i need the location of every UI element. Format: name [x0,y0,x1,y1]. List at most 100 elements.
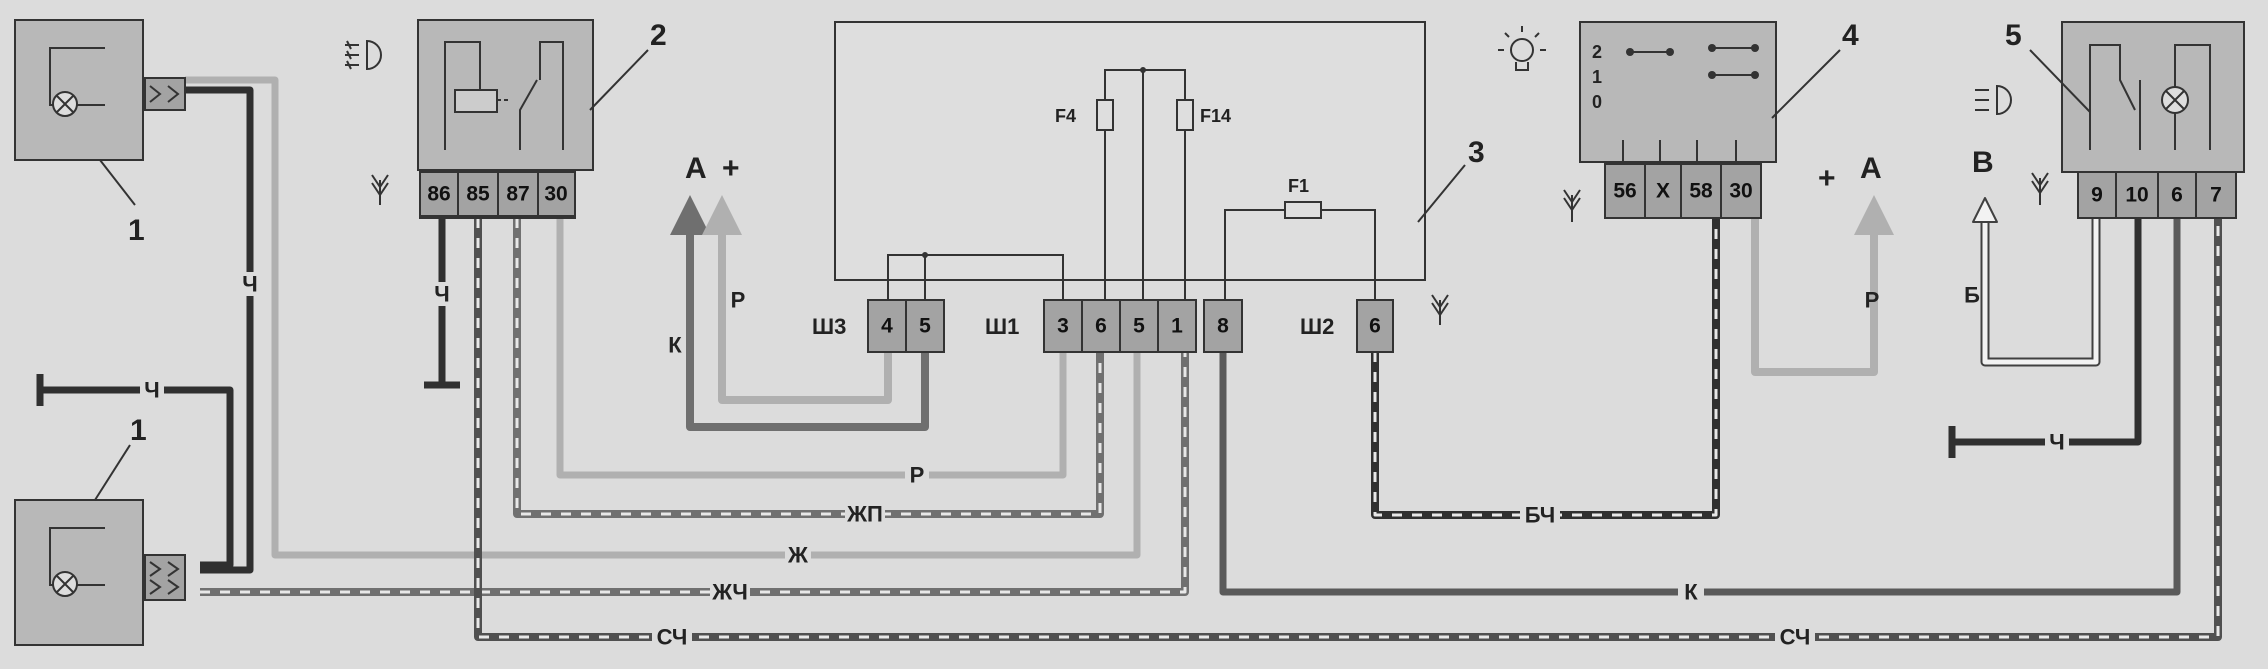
fog-light-icon [345,39,382,71]
wire-label: К [1684,580,1698,605]
light-switch: 2 1 0 56 X 58 30 4 [1498,19,1859,222]
wire-label: Ч [144,378,159,403]
switch-position-label: 1 [1592,67,1602,87]
pin-label: 58 [1689,180,1713,203]
fuse-label: F1 [1288,176,1309,196]
wire-p-left [702,195,892,404]
wire-p-long [556,218,1067,479]
fog-relay: 86 85 87 30 2 [345,19,667,219]
power-terminal-left: А + Р К [668,152,745,358]
ground-icon [371,174,389,205]
wire-label: ЖП [846,502,883,527]
wire-bch [1371,218,1720,519]
connector-sh3-pin-4 [867,299,907,353]
connector-sh1-pin-6 [1081,299,1121,353]
component-number: 1 [128,214,145,247]
connector-sh3-pin-5 [905,299,945,353]
switch-pin-30 [1720,163,1762,219]
wire-label: Ч [242,272,257,297]
pin-label: 8 [1217,315,1229,338]
b-terminal: В Б [1964,146,1994,308]
wire-label: Р [910,463,925,488]
wire-p-right [1751,195,1894,376]
wire-label: Ж [787,543,808,568]
wire-ch-ground-left [40,386,234,569]
fuse-f4 [1096,99,1114,131]
terminal-letter: В [1972,146,1994,179]
pin-label: 56 [1613,180,1636,203]
wire-label: К [668,333,682,358]
wire-label: Б [1964,283,1980,308]
connector-sh1-pin-5 [1119,299,1159,353]
wire-ch-ground-right [1952,218,2142,446]
fuse-f1 [1284,201,1322,219]
switch-pin-6 [2157,171,2197,219]
terminal-sign: + [722,152,740,185]
wire-ch-lamp [185,86,254,574]
pin-label: 7 [2210,184,2222,207]
wire-label: Ч [2049,430,2064,455]
pin-label: X [1656,180,1670,203]
wire-label: Ч [434,282,449,307]
pin-label: 30 [1729,180,1752,203]
switch-position-label: 2 [1592,42,1602,62]
terminal-sign: + [1818,162,1836,195]
connector-label: Ш1 [985,314,1019,339]
pin-label: 30 [544,183,567,206]
switch-pin-7 [2195,171,2237,219]
pin-label: 9 [2091,184,2103,207]
component-number: 3 [1468,136,1485,169]
component-number: 2 [650,19,667,52]
pin-label: 6 [1369,315,1381,338]
connector-label: Ш2 [1300,314,1334,339]
pin-label: 4 [881,315,893,338]
relay-pin-30 [537,171,576,217]
fog-lamp-bottom: 1 [14,414,186,646]
fog-light-icon [1975,84,2012,116]
fuse-label: F14 [1200,106,1231,126]
connector-sh1-pin-3 [1043,299,1083,353]
switch-pin-58 [1680,163,1722,219]
light-bulb-icon [1498,26,1546,71]
component-number: 1 [130,414,147,447]
pin-label: 1 [1171,315,1183,338]
wire-label: Р [1865,288,1880,313]
wire-k-left [670,195,929,431]
pin-label: 6 [2171,184,2183,207]
ground-icon [1431,294,1449,325]
connector-label: Ш3 [812,314,846,339]
component-number: 5 [2005,19,2022,52]
wire-b-right [1980,218,2101,367]
wire-label: СЧ [657,625,688,650]
component-number: 4 [1842,19,1859,52]
relay-pin-87 [497,171,539,217]
pin-label: 3 [1057,315,1069,338]
terminal-letter: А [685,152,707,185]
fuse-label: F4 [1055,106,1076,126]
pin-label: 6 [1095,315,1107,338]
pin-label: 87 [506,183,529,206]
switch-pin-9 [2077,171,2117,219]
switch-pin-56 [1604,163,1646,219]
wire-label: СЧ [1780,625,1811,650]
fuse-f14 [1176,99,1194,131]
pin-label: 86 [427,183,450,206]
switch-position-label: 0 [1592,92,1602,112]
terminal-letter: А [1860,152,1882,185]
wire-label: Р [731,288,746,313]
wire-labels: Ч Ч Ч Ч Р ЖП Ж ЖЧ К СЧ СЧ БЧ [140,272,2069,650]
mounting-block: F4 F14 F1 4 5 Ш3 3 6 5 1 8 Ш1 6 Ш2 3 [812,21,1485,353]
power-terminal-right: + А Р [1818,152,1882,313]
ground-icon [1563,189,1581,222]
pin-label: 85 [466,183,490,206]
connector-sh2-pin-6 [1356,299,1394,353]
fog-lamp-top: 1 [14,19,186,247]
wire-label: ЖЧ [711,580,748,605]
wire-zh [275,352,1141,559]
connector-sh1-pin-8 [1203,299,1243,353]
ground-icon [2031,172,2049,205]
connector-sh1-pin-1 [1157,299,1197,353]
fog-switch: 9 10 6 7 5 [1975,19,2245,219]
pin-label: 5 [919,315,931,338]
